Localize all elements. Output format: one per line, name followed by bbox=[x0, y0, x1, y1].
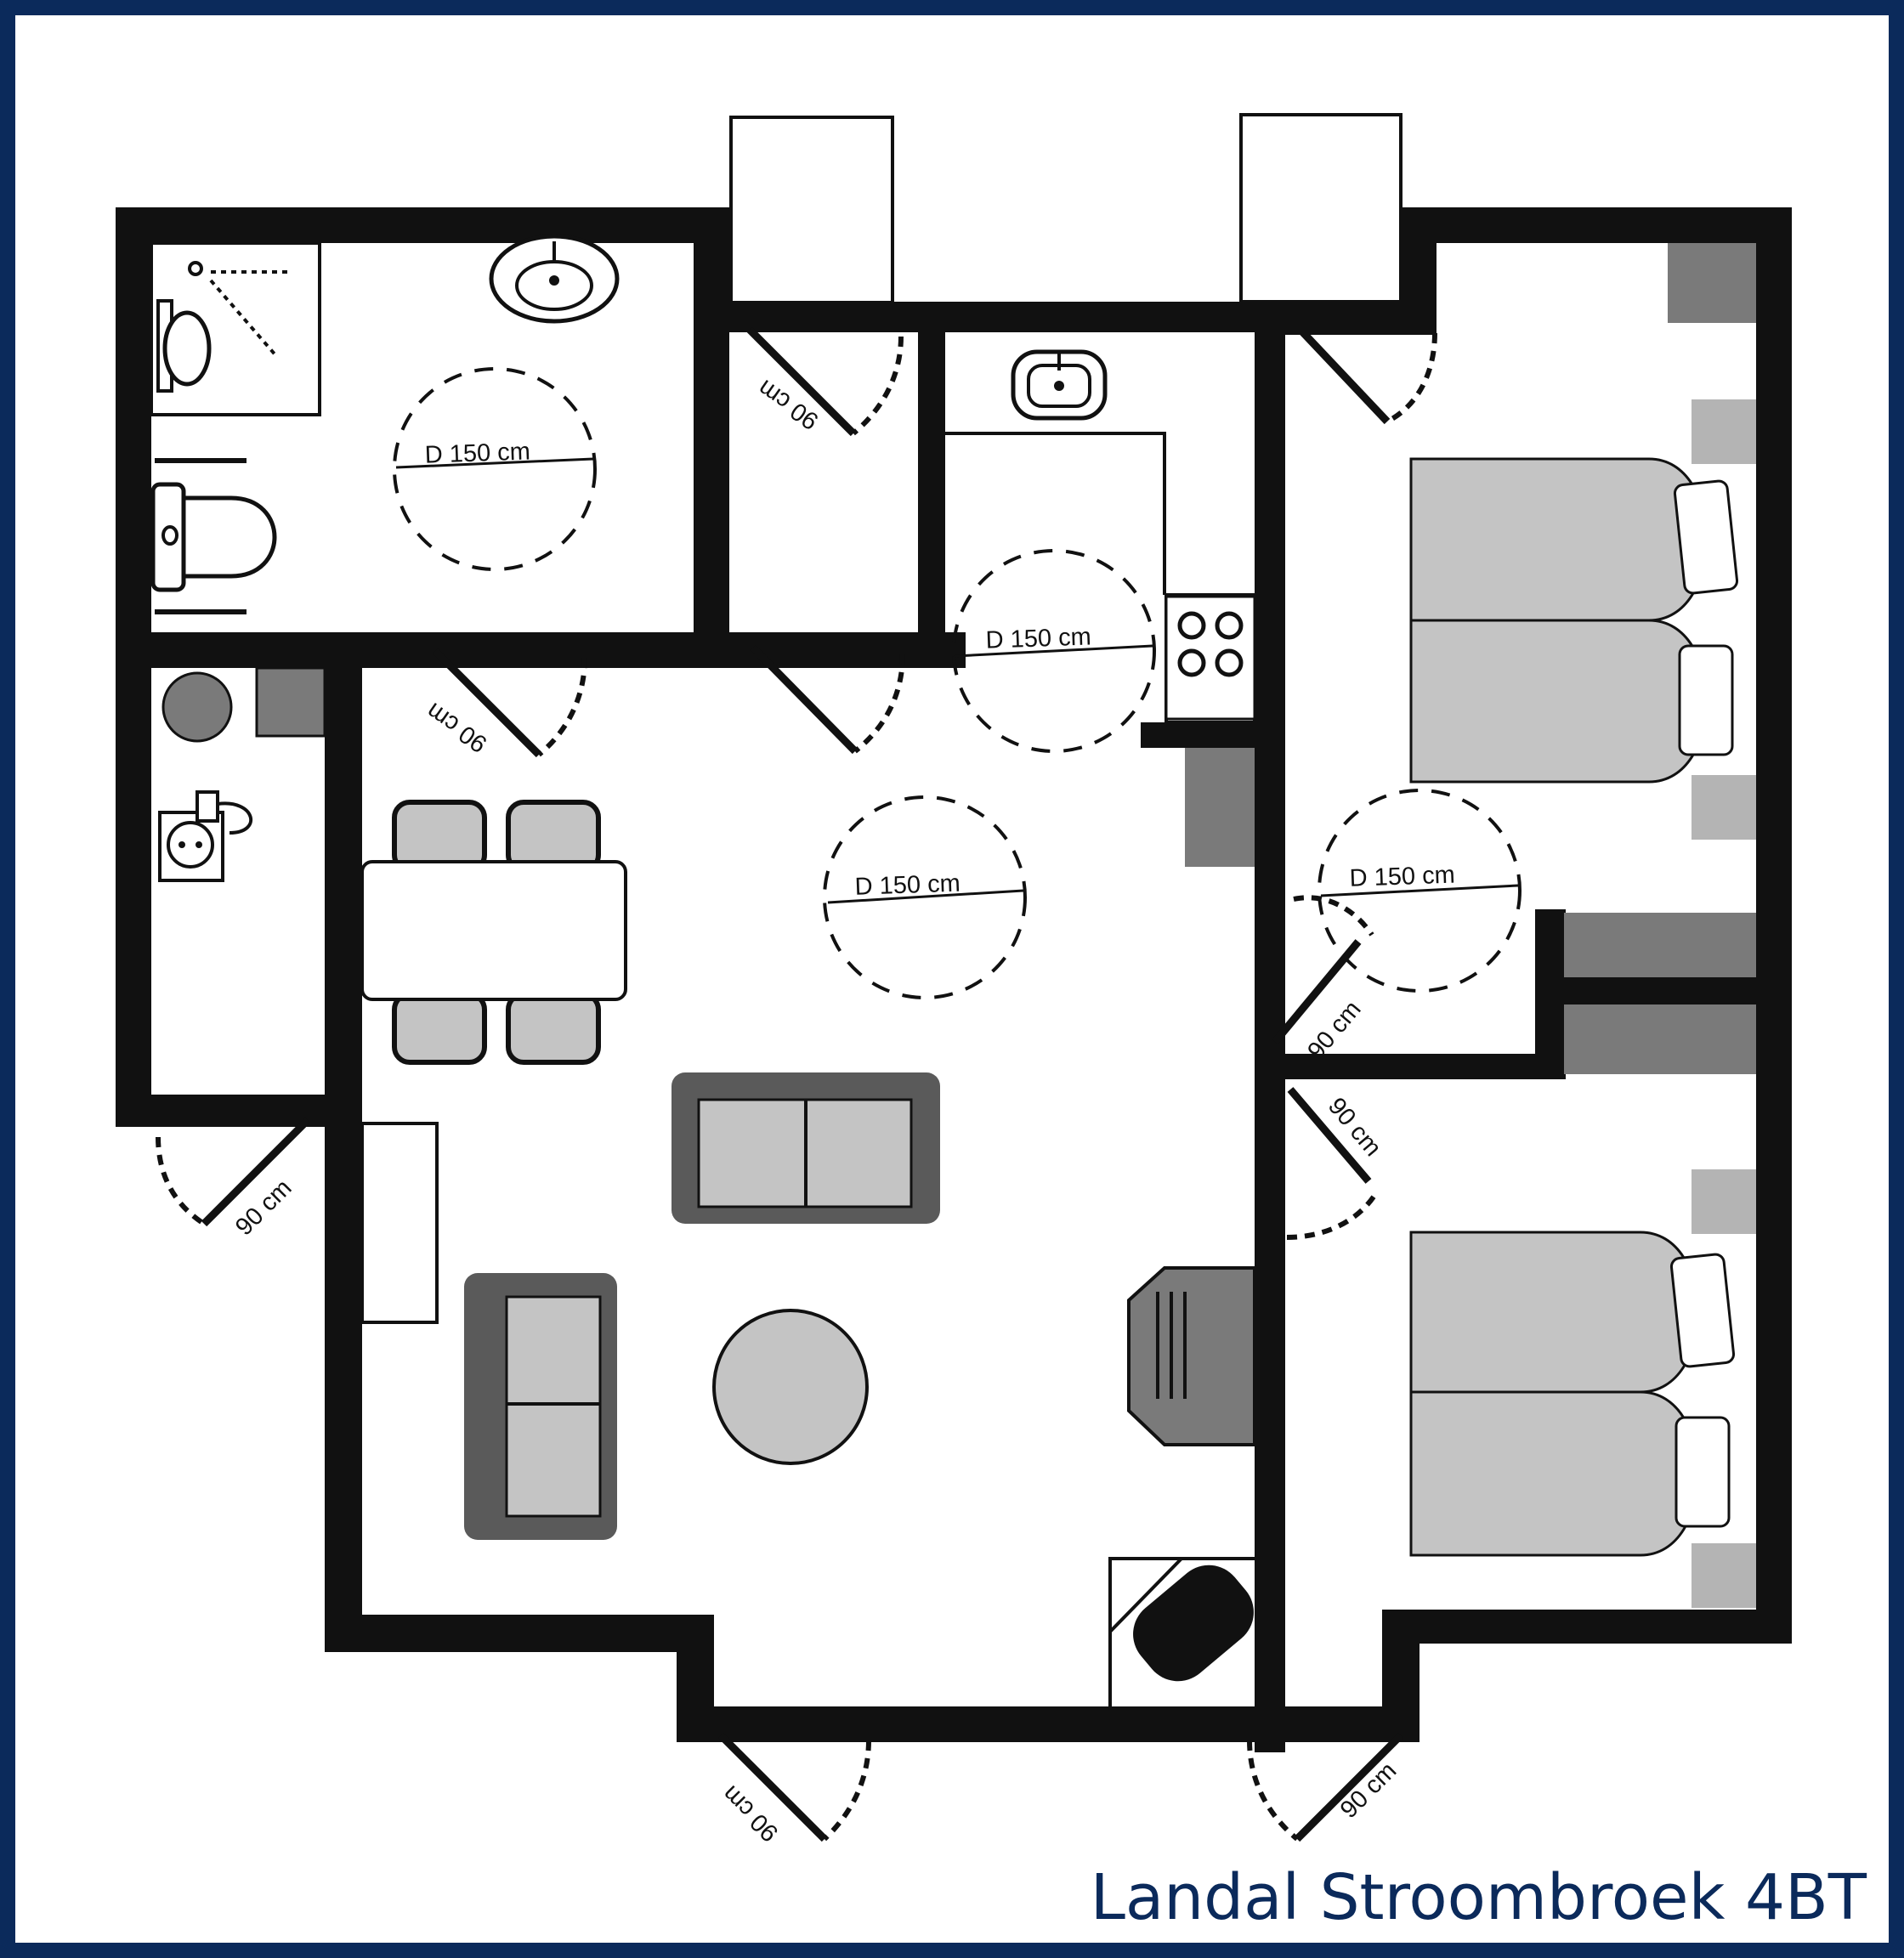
shower-icon bbox=[156, 261, 289, 393]
coffee-table bbox=[712, 1309, 869, 1465]
sink-icon bbox=[489, 234, 620, 324]
bed-room-2 bbox=[1409, 1231, 1736, 1557]
dining-table bbox=[360, 860, 627, 1001]
balcony-left bbox=[729, 116, 894, 304]
door-hall-storage bbox=[750, 644, 905, 755]
turning-circle-bedroom: D 150 cm bbox=[1318, 789, 1522, 993]
stove-icon bbox=[1164, 595, 1256, 721]
plan-title: Landal Stroombroek 4BT bbox=[1091, 1861, 1867, 1934]
walls bbox=[116, 207, 1792, 1752]
fixtures bbox=[162, 243, 1756, 1608]
sink-icon bbox=[1011, 349, 1108, 421]
door-storage: 90 cm bbox=[746, 326, 904, 437]
dining-set bbox=[360, 800, 627, 1065]
svg-text:90 cm: 90 cm bbox=[1323, 1093, 1386, 1162]
door-bedroom-2: 90 cm bbox=[1286, 1087, 1386, 1240]
armchair bbox=[1127, 1266, 1256, 1446]
bed-room-1 bbox=[1409, 457, 1739, 784]
door-utility: 90 cm bbox=[156, 1117, 311, 1241]
sofa-top bbox=[672, 1072, 940, 1224]
turning-circle-living: D 150 cm bbox=[823, 795, 1027, 999]
balcony-right bbox=[1239, 113, 1402, 303]
svg-text:D 150 cm: D 150 cm bbox=[424, 438, 530, 468]
tv-corner-unit bbox=[1133, 1565, 1254, 1682]
door-bedroom-1-bath: 90 cm bbox=[1272, 895, 1374, 1065]
svg-text:90 cm: 90 cm bbox=[422, 697, 492, 758]
svg-text:90 cm: 90 cm bbox=[753, 374, 824, 435]
door-bedroom-1 bbox=[1295, 325, 1437, 425]
sofa-left bbox=[464, 1273, 617, 1540]
power-socket-icon bbox=[158, 790, 253, 882]
svg-text:D 150 cm: D 150 cm bbox=[985, 623, 1091, 654]
door-entrance-left: 90 cm bbox=[717, 1732, 871, 1847]
turning-circle-bathroom: D 150 cm bbox=[393, 367, 597, 571]
turning-circle-kitchen: D 150 cm bbox=[952, 549, 1156, 753]
svg-text:D 150 cm: D 150 cm bbox=[1349, 862, 1455, 892]
svg-text:D 150 cm: D 150 cm bbox=[854, 870, 960, 901]
toilet-icon bbox=[150, 458, 277, 614]
